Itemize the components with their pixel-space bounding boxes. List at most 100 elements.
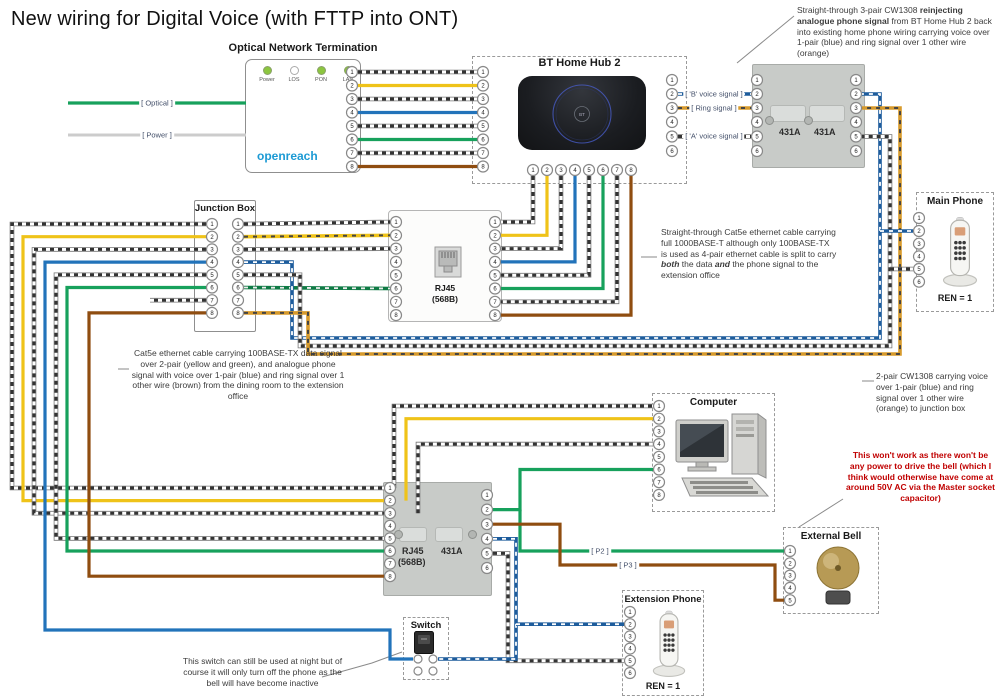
optical-wire-label: [ Optical ] (139, 98, 175, 108)
hub-device-image: BT (518, 76, 646, 150)
wire-hub-rj45-8 (501, 176, 633, 317)
annotation-cat5e-dining: Cat5e ethernet cable carrying 100BASE-TX… (131, 348, 345, 402)
extension-phone-ren: REN = 1 (645, 681, 681, 691)
led-power-label: Power (259, 77, 275, 83)
external-bell-label: External Bell (800, 531, 862, 542)
annotation-bell-warning: This won't work as there won't be any po… (845, 450, 996, 504)
external-bell-image (813, 545, 863, 612)
p3-wire-label: [ P3 ] (617, 560, 639, 570)
hub-label: BT Home Hub 2 (538, 57, 621, 69)
hub-ring-art: BT (552, 84, 612, 144)
wire-hub-rj45-3 (501, 176, 564, 251)
wire-hub-rj45-4 (501, 176, 577, 264)
switch-label: Switch (410, 620, 442, 631)
wire-junction-rj45-3-layer2 (243, 247, 391, 251)
office-socket-screw-right (468, 530, 477, 539)
leader-line-1 (736, 15, 795, 64)
led-pon-label: PON (315, 77, 327, 83)
a-voice-wire-label: [ 'A' voice signal ] (683, 131, 745, 141)
b-voice-wire-label: [ 'B' voice signal ] (683, 89, 745, 99)
wire-junction-rj45-1 (243, 219, 391, 227)
computer-pair-1-layer2 (392, 404, 653, 488)
annotation-segment: 2-pair CW1308 carrying voice over 1-pair… (876, 371, 988, 414)
rj45-wall-label-1: RJ45 (434, 283, 456, 293)
led-pon: PON (312, 66, 330, 83)
main-phone-image (940, 212, 980, 297)
master-socket-screw-left (765, 116, 774, 125)
p2-wire-label: [ P2 ] (589, 546, 611, 556)
annotation-segment: Straight-through Cat5e ethernet cable ca… (661, 227, 837, 259)
annotation-cw1308: 2-pair CW1308 carrying voice over 1-pair… (876, 371, 997, 414)
office-socket-slot-right (435, 527, 463, 542)
wire-junction-rj45-6-layer1 (243, 286, 391, 290)
led-lan-label: LAN (342, 77, 354, 83)
switch-rocker-image (414, 631, 434, 659)
wire-junction-rj45-3-layer1 (243, 247, 391, 251)
ext-phone-a-leg-layer1 (493, 551, 624, 663)
led-los-light (289, 66, 299, 75)
computer-label: Computer (689, 397, 738, 408)
extension-phone-label: Extension Phone (624, 594, 702, 605)
led-los-label: LOS (288, 77, 300, 83)
master-socket-slot-left (770, 105, 806, 122)
master-socket-module-right-label: 431A (814, 127, 836, 137)
led-power-light (262, 66, 272, 75)
master-socket-module-left-label: 431A (779, 127, 801, 137)
wire-junction-rj45-3 (243, 246, 391, 252)
junction-label: Junction Box (194, 203, 256, 214)
wire-hub-rj45-6 (501, 176, 605, 291)
wire-junction-rj45-2-layer1 (243, 234, 391, 238)
rj45-wall-label-2: (568B) (432, 294, 458, 304)
annotation-segment: Straight-through 3-pair CW1308 (797, 5, 920, 15)
wire-hub-rj45-7-layer2 (501, 176, 619, 304)
ont-led-panel: Power LOS PON LAN (258, 66, 357, 83)
annotation-segment: This won't work as there won't be any po… (846, 450, 995, 504)
ring-wire-label: [ Ring signal ] (689, 103, 739, 113)
ext-phone-a-leg (493, 551, 624, 664)
ext-phone-a-leg-layer2 (493, 551, 624, 663)
annotation-segment: reinjecting analogue phone signal (797, 5, 963, 26)
office-socket-slot-left (399, 527, 427, 542)
power-wire-label: [ Power ] (140, 130, 174, 140)
wire-hub-rj45-7-layer1 (501, 176, 619, 304)
computer-image (674, 412, 772, 512)
computer-green (493, 467, 653, 512)
hub-logo: BT (579, 112, 585, 117)
led-lan: LAN (339, 66, 357, 83)
wire-junction-rj45-6 (243, 285, 391, 291)
office-socket-431a-label: 431A (441, 546, 463, 556)
bell-p3-brown (493, 522, 784, 602)
annotation-cat5e-split: Straight-through Cat5e ethernet cable ca… (661, 227, 838, 281)
ont-label: Optical Network Termination (228, 42, 378, 54)
led-pon-light (316, 66, 326, 75)
rj45-jack-image (434, 246, 462, 283)
wire-hub-rj45-3-layer2 (501, 176, 563, 251)
office-socket-screw-left (394, 530, 403, 539)
wire-junction-rj45-1-layer1 (243, 220, 391, 226)
office-socket-rj45-label-1: RJ45 (402, 546, 424, 556)
annotation-segment: both (661, 259, 680, 270)
led-los: LOS (285, 66, 303, 83)
annotation-segment: This switch can still be used at night b… (182, 656, 343, 688)
wire-hub-rj45-3-layer1 (501, 176, 563, 251)
junction-box (194, 200, 256, 332)
led-power: Power (258, 66, 276, 83)
led-lan-light (343, 66, 353, 75)
annotation-switch-note: This switch can still be used at night b… (180, 656, 345, 688)
wire-hub-rj45-2 (501, 176, 549, 237)
annotation-segment: the data (679, 259, 715, 270)
office-socket-rj45-label-2: (568B) (398, 557, 426, 567)
annotation-segment: Cat5e ethernet cable carrying 100BASE-TX… (131, 348, 345, 402)
wire-hub-rj45-5-layer1 (501, 176, 591, 277)
main-phone-label: Main Phone (926, 196, 984, 207)
extension-phone-image (650, 608, 688, 685)
annotation-segment: and (714, 259, 730, 270)
wire-junction-rj45-2 (243, 233, 391, 239)
wire-junction-rj45-1-layer2 (243, 220, 391, 226)
computer-pair-1-layer1 (392, 404, 653, 488)
page-title: New wiring for Digital Voice (with FTTP … (11, 8, 459, 30)
annotation-segment: from BT Home Hub 2 back into existing ho… (797, 15, 992, 59)
openreach-logo: openreach (257, 149, 318, 163)
master-socket-slot-right (809, 105, 845, 122)
